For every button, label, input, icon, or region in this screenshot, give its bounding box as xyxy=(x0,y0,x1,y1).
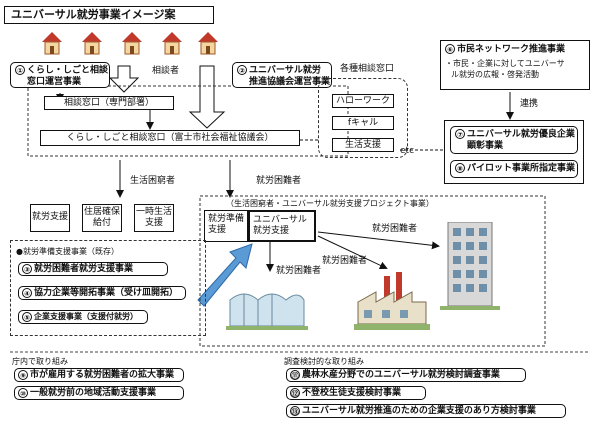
label-shuro-konnan-3: 就労困難者 xyxy=(322,256,368,266)
project-title: （生活困窮者・ユニバーサル就労支援プロジェクト事業） xyxy=(226,199,434,208)
page-title: ユニバーサル就労事業イメージ案 xyxy=(4,6,214,24)
house-icon xyxy=(42,32,62,55)
house-icon xyxy=(162,32,182,55)
label-shuro-konnan-1: 就労困難者 xyxy=(256,176,302,186)
factory-image xyxy=(354,272,430,332)
window-seikatsu: 生活支援 xyxy=(332,138,394,152)
project-left: 就労準備 支援 xyxy=(204,210,248,242)
window-hellowork: ハローワーク xyxy=(332,94,394,108)
label-kakushu-madoguchi: 各種相談窓口 xyxy=(340,64,395,74)
office-building-image xyxy=(440,222,500,310)
houses-group xyxy=(38,30,218,58)
existing-header: ●就労準備支援事業（既存） xyxy=(16,247,119,256)
existing-programs-box xyxy=(10,240,206,336)
label-shuro-konnan-2: 就労困難者 xyxy=(276,266,322,276)
house-icon xyxy=(122,32,142,55)
chosa-header: 調査検討的な取り組み xyxy=(284,357,364,366)
support-box-shuro: 就労支援 xyxy=(30,204,70,232)
hollow-arrow-houses-to-box1 xyxy=(108,65,140,93)
blue-arrow xyxy=(197,243,253,307)
house-icon xyxy=(82,32,102,55)
label-soudansha: 相談者 xyxy=(152,66,180,76)
support-box-ichiji: 一時生活 支援 xyxy=(134,204,174,232)
chonai-header: 庁内で取り組み xyxy=(12,357,68,366)
house-icon xyxy=(198,32,218,55)
window-fcal: fキャル xyxy=(332,116,394,130)
box-soudan-madoguchi: 相談窓口（専門部署） xyxy=(44,96,174,110)
label-renkei: 連携 xyxy=(520,99,539,109)
box-kurashi-madoguchi: くらし・しごと相談窓口（富士市社会福祉協議会） xyxy=(40,130,300,146)
windows-group xyxy=(318,78,408,158)
label-etc: etc xyxy=(400,146,415,156)
label-seikatsu-konkyu: 生活困窮者 xyxy=(130,176,176,186)
project-right: ユニバーサル 就労支援 xyxy=(248,210,316,242)
label-shuro-konnan-4: 就労困難者 xyxy=(372,224,418,234)
hollow-arrow-to-kurashi xyxy=(188,65,226,129)
support-box-jukyo: 住居確保 給付 xyxy=(82,204,122,232)
greenhouse-image xyxy=(226,282,308,332)
dashed-frame-project xyxy=(199,195,546,347)
